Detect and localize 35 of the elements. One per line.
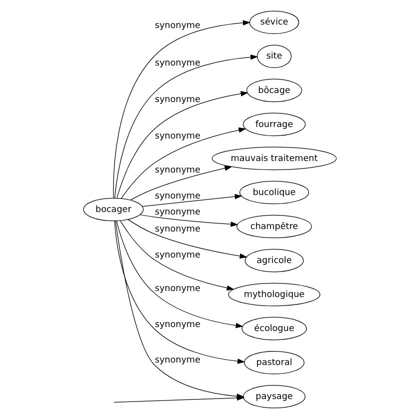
edge-label: synonyme — [154, 131, 200, 142]
edge-label: synonyme — [154, 224, 200, 235]
edge-label: synonyme — [154, 320, 200, 330]
arrow — [139, 214, 238, 227]
edge-label: synonyme — [154, 58, 200, 68]
arrow — [114, 220, 245, 364]
arrow — [127, 219, 247, 259]
edge-label: synonyme — [154, 21, 200, 32]
node-ellipse: mythologique — [228, 282, 320, 306]
node-ellipse: bôcage — [246, 78, 302, 102]
node-ellipse: site — [256, 44, 292, 68]
node-ellipse: écologue — [241, 316, 306, 340]
node-ellipse: pastoral — [244, 350, 304, 374]
node-ellipse: champêtre — [236, 214, 312, 238]
arrow — [142, 194, 242, 207]
node-ellipse: sévice — [248, 10, 299, 34]
arrow — [116, 220, 243, 328]
edge-label: synonyme — [154, 250, 200, 261]
node-ellipse: fourrage — [242, 112, 306, 136]
node-ellipse: bocager — [82, 198, 144, 222]
edge-label: synonyme — [154, 356, 200, 366]
edge-label: synonyme — [154, 191, 200, 202]
arrow — [119, 220, 234, 291]
edge-label: synonyme — [154, 94, 200, 105]
arrow — [130, 166, 232, 200]
arrow — [120, 127, 246, 199]
node-ellipse: agricole — [244, 248, 304, 272]
edge-label: synonyme — [154, 165, 200, 176]
node-ellipse: bucolique — [238, 180, 308, 204]
arrow — [114, 54, 258, 198]
edge-label: synonyme — [154, 284, 200, 294]
node-ellipse: paysage — [242, 384, 305, 408]
arrow — [116, 91, 248, 198]
arrow — [112, 20, 250, 198]
edge-label: synonyme — [154, 208, 200, 218]
